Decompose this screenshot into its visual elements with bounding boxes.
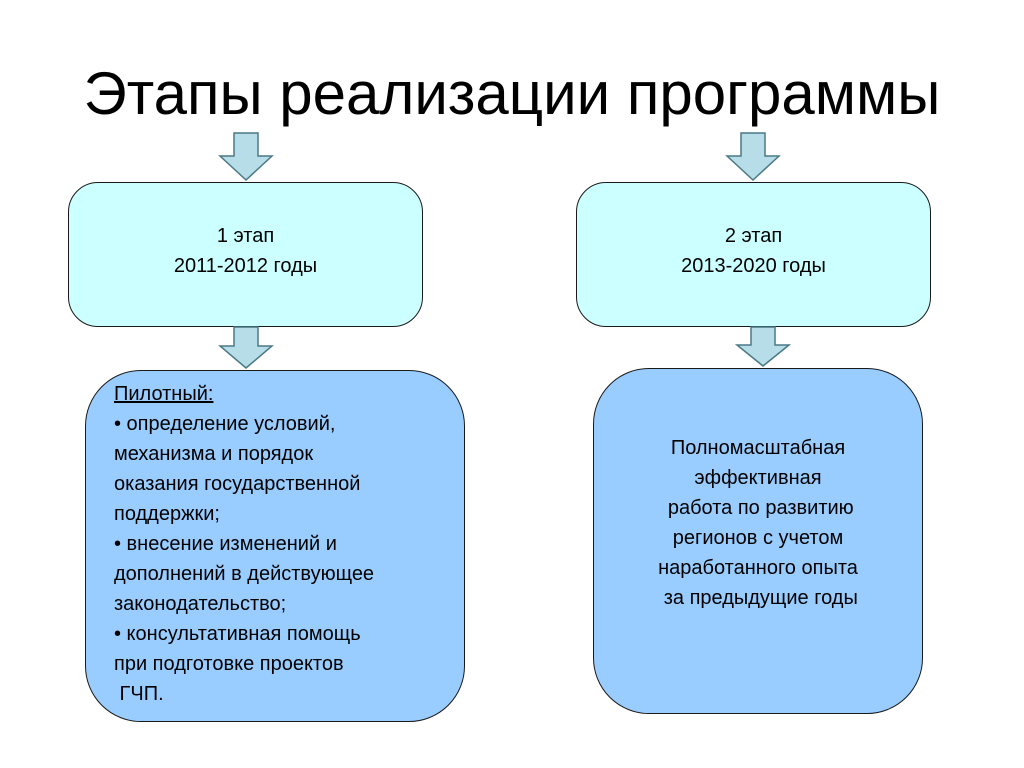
- pilot-heading: Пилотный:: [114, 383, 214, 405]
- down-arrow-icon: [725, 132, 781, 182]
- stage-1-label: 1 этап: [216, 224, 275, 247]
- stage-1-years: 2011-2012 годы: [173, 254, 318, 277]
- stage-2-box: 2 этап 2013-2020 годы: [576, 182, 931, 327]
- pilot-line: механизма и порядок: [114, 443, 314, 465]
- pilot-line: • внесение изменений и: [114, 533, 337, 555]
- fullscale-line: регионов с учетом: [672, 527, 844, 549]
- fullscale-line: Полномасштабная: [670, 437, 846, 459]
- pilot-stage-details: Пилотный: • определение условий, механиз…: [85, 370, 465, 722]
- pilot-line: поддержки;: [114, 503, 220, 525]
- down-arrow-icon: [218, 132, 274, 182]
- pilot-line: при подготовке проектов: [114, 653, 344, 675]
- pilot-line: оказания государственной: [114, 473, 361, 495]
- pilot-line: • консультативная помощь: [114, 623, 361, 645]
- pilot-line: ГЧП.: [114, 683, 164, 705]
- fullscale-line: за предыдущие годы: [658, 587, 858, 609]
- down-arrow-icon: [735, 326, 791, 367]
- stage-1-box: 1 этап 2011-2012 годы: [68, 182, 423, 327]
- pilot-line: • определение условий,: [114, 413, 336, 435]
- fullscale-stage-details: Полномасштабная эффективная работа по ра…: [593, 368, 923, 714]
- stage-2-years: 2013-2020 годы: [681, 254, 826, 277]
- fullscale-line: работа по развитию: [662, 497, 854, 519]
- stage-2-label: 2 этап: [724, 224, 783, 247]
- fullscale-line: наработанного опыта: [658, 557, 858, 579]
- down-arrow-icon: [218, 326, 274, 369]
- page-title: Этапы реализации программы: [83, 60, 941, 127]
- fullscale-line: эффективная: [694, 467, 822, 489]
- pilot-line: дополнений в действующее: [114, 563, 375, 585]
- pilot-line: законодательство;: [114, 593, 287, 615]
